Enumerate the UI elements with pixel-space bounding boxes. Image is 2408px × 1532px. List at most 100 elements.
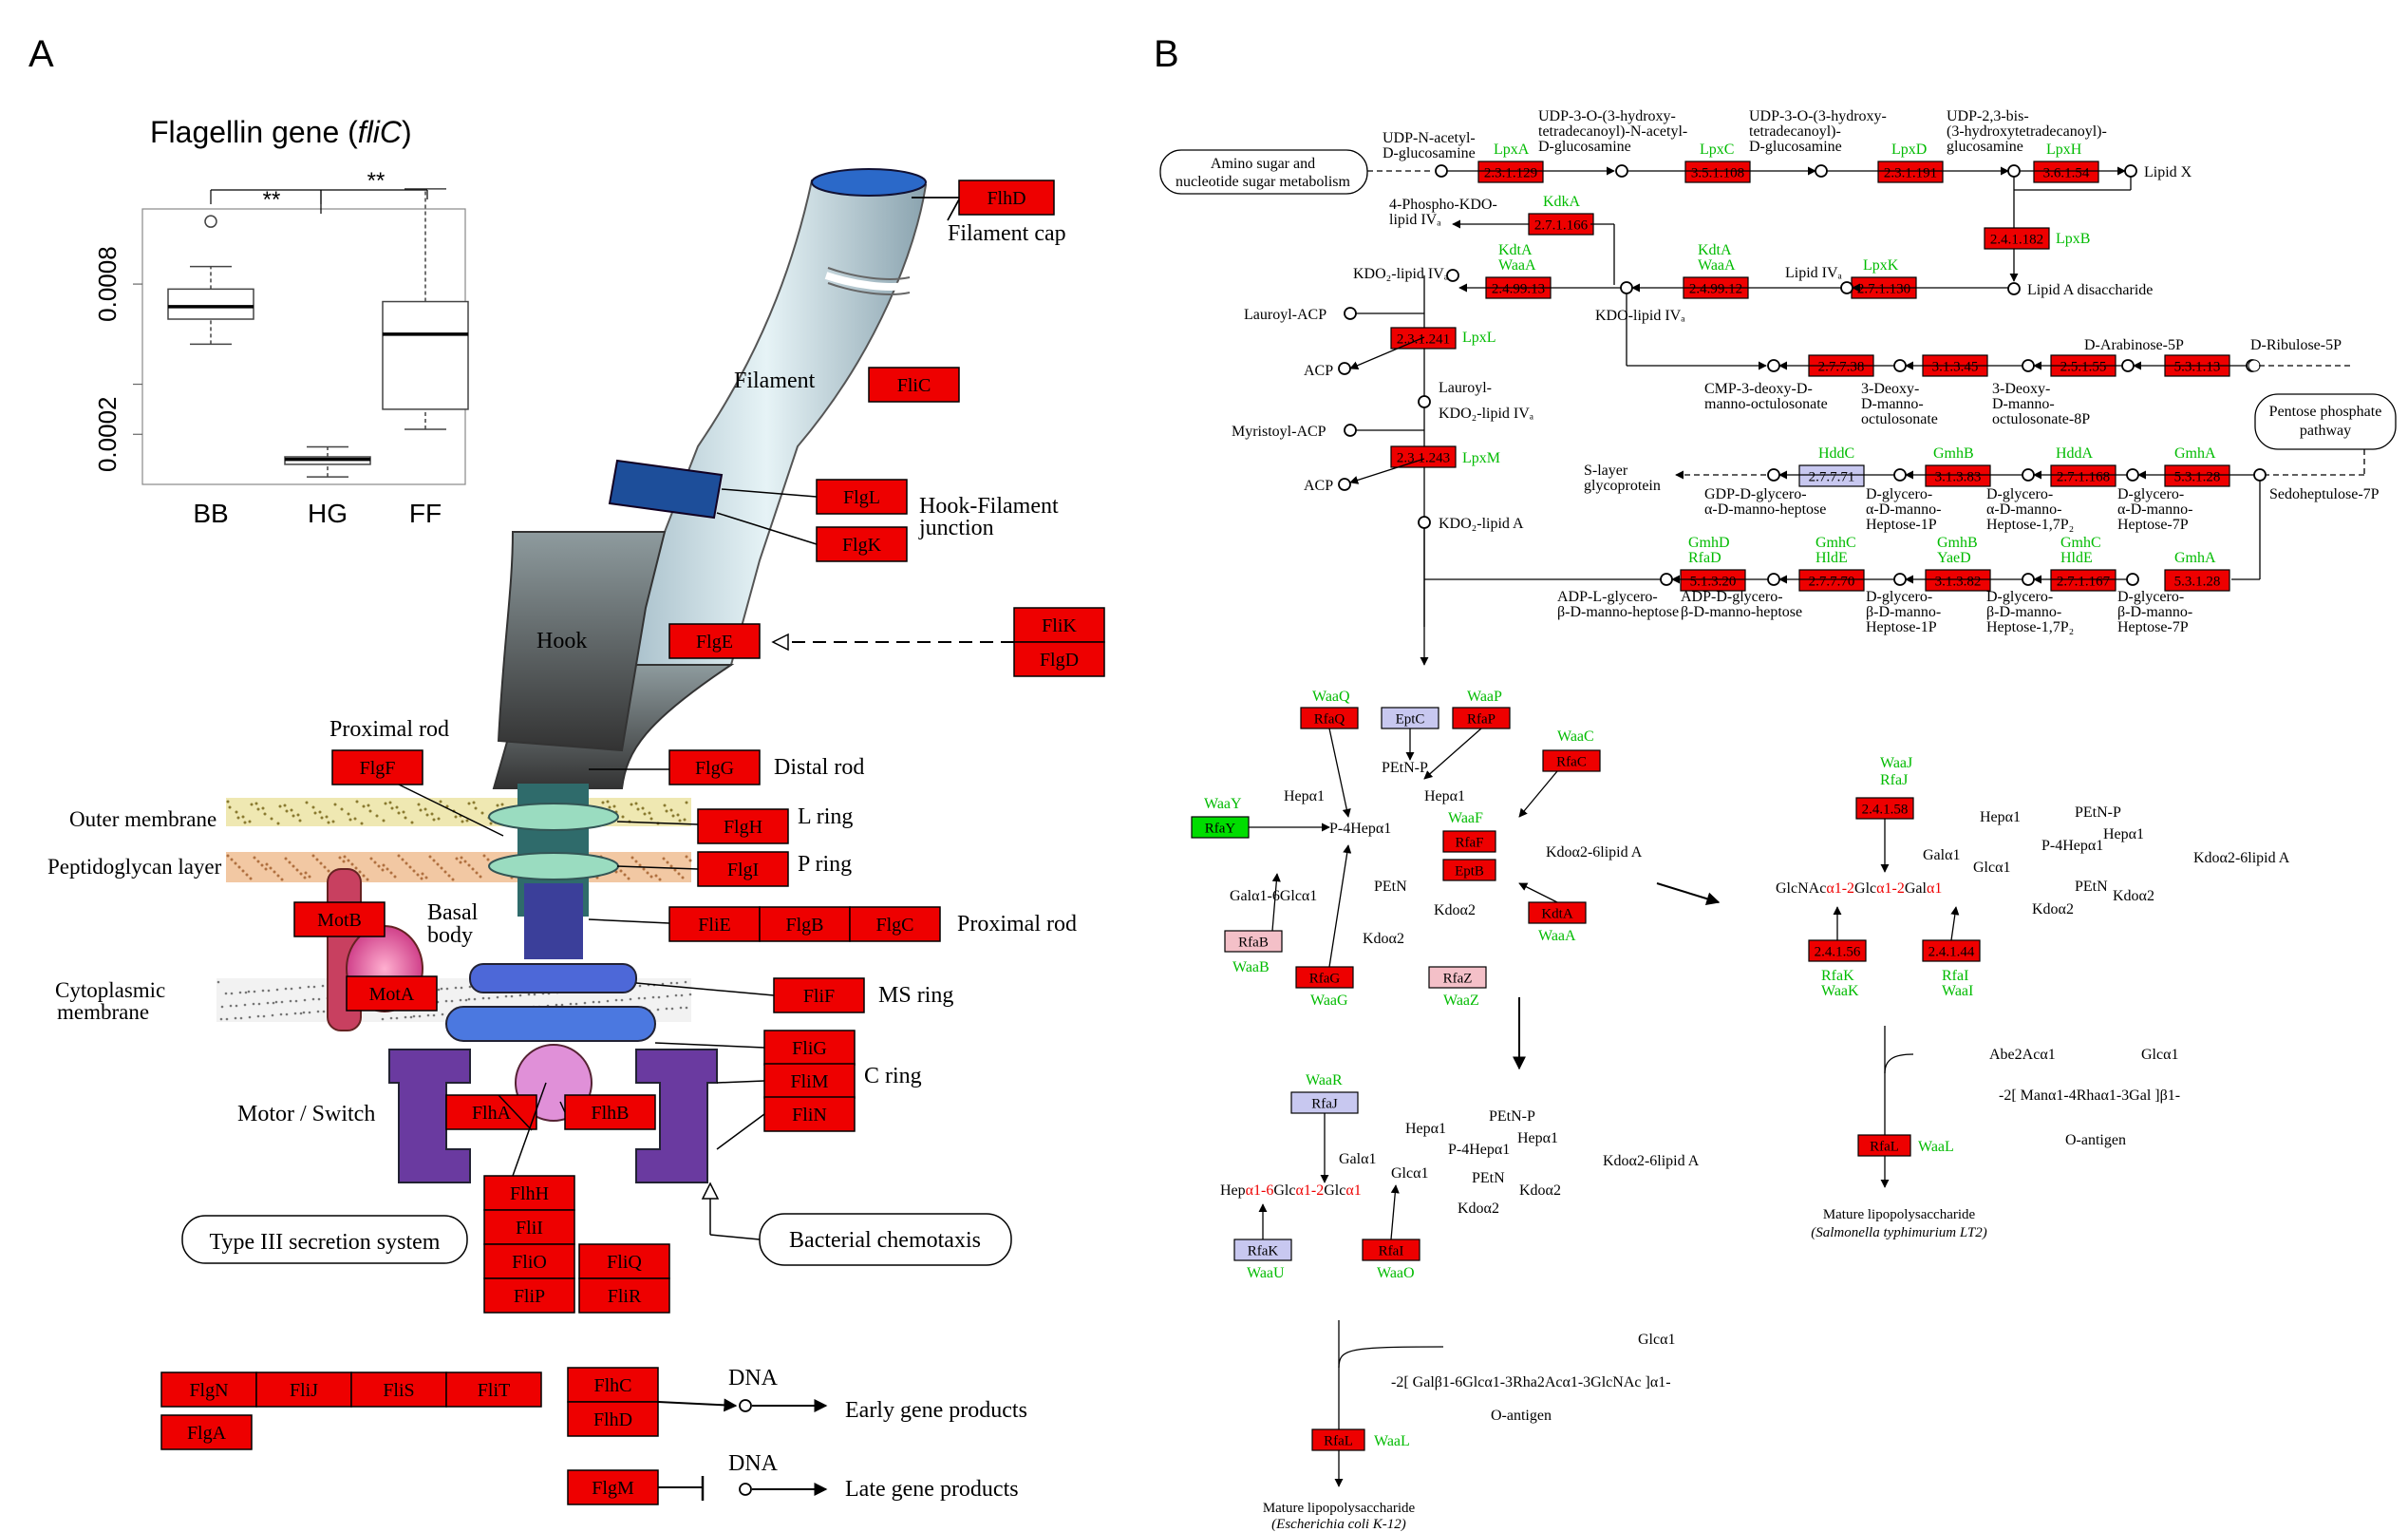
- t3ss-box[interactable]: [181, 1215, 468, 1264]
- enzyme-box-blue[interactable]: EptC: [1381, 707, 1439, 729]
- enzyme-box-pink[interactable]: RfaZ: [1428, 966, 1487, 989]
- flgc-box[interactable]: FlgC: [849, 906, 941, 942]
- flgf-box[interactable]: FlgF: [331, 749, 423, 785]
- enzyme-box[interactable]: 3.1.3.82: [1925, 569, 1991, 592]
- enzyme-box[interactable]: EptB: [1442, 859, 1496, 881]
- gene-label: 3.1.3.82: [1935, 574, 1982, 589]
- enzyme-box[interactable]: RfaQ: [1300, 707, 1359, 729]
- flgi-box[interactable]: FlgI: [697, 851, 789, 887]
- enzyme-box[interactable]: 2.4.1.44: [1922, 939, 1981, 962]
- membrane-dot: [450, 999, 454, 1003]
- enzyme-box[interactable]: 2.7.1.166: [1528, 213, 1594, 236]
- enzyme-box[interactable]: 5.1.3.20: [1680, 569, 1746, 592]
- gene-label: 2.7.7.71: [1809, 469, 1855, 484]
- flic-box[interactable]: FliC: [868, 367, 960, 403]
- flii-box[interactable]: FliI: [483, 1209, 575, 1245]
- flim-box[interactable]: FliM: [763, 1063, 856, 1099]
- flih-box[interactable]: FlhH: [483, 1175, 575, 1211]
- flis-box[interactable]: FliS: [350, 1371, 447, 1408]
- enzyme-box[interactable]: RfaC: [1542, 749, 1601, 772]
- flir-box[interactable]: FliR: [578, 1277, 670, 1314]
- flhd-box[interactable]: FlhD: [567, 1401, 659, 1437]
- flgm-box[interactable]: FlgM: [567, 1469, 659, 1505]
- membrane-dot: [280, 1000, 284, 1004]
- membrane-dot: [290, 808, 293, 812]
- flik-box[interactable]: FliK: [1013, 607, 1105, 643]
- flgh-box[interactable]: FlgH: [697, 808, 789, 844]
- enzyme-box[interactable]: 2.3.1.129: [1477, 161, 1544, 183]
- flip-box[interactable]: FliP: [483, 1277, 575, 1314]
- connector: [559, 1101, 566, 1113]
- membrane-dot: [226, 854, 230, 858]
- enzyme-box[interactable]: KdtA: [1528, 901, 1587, 924]
- flhb-box[interactable]: FlhB: [564, 1094, 656, 1130]
- filament-cap: [811, 168, 927, 197]
- enzyme-box-green[interactable]: RfaY: [1191, 816, 1250, 839]
- enzyme-box[interactable]: 5.3.1.13: [2164, 354, 2230, 377]
- membrane-dot: [253, 990, 256, 993]
- enzyme-box[interactable]: RfaP: [1452, 707, 1511, 729]
- enzyme-box[interactable]: 3.1.3.83: [1925, 464, 1991, 487]
- compound-node: [1620, 281, 1633, 294]
- flgl-box[interactable]: FlgL: [816, 479, 908, 515]
- enzyme-box[interactable]: 2.3.1.243: [1390, 445, 1457, 468]
- motb-box[interactable]: MotB: [293, 901, 386, 937]
- flin-box[interactable]: FliN: [763, 1096, 856, 1132]
- fliq-box[interactable]: FliQ: [578, 1243, 670, 1279]
- flig-box[interactable]: FliG: [763, 1030, 856, 1066]
- enzyme-box-blue[interactable]: RfaJ: [1290, 1091, 1359, 1114]
- enzyme-box[interactable]: 2.4.1.182: [1984, 227, 2050, 250]
- gene-label: FliS: [383, 1380, 414, 1401]
- flge-box[interactable]: FlgE: [668, 623, 761, 659]
- enzyme-box[interactable]: RfaI: [1362, 1239, 1420, 1261]
- enzyme-box[interactable]: RfaG: [1295, 966, 1354, 989]
- enzyme-box[interactable]: 5.3.1.28: [2164, 569, 2230, 592]
- flie-box[interactable]: FliE: [668, 906, 761, 942]
- enzyme-box[interactable]: 2.7.7.70: [1798, 569, 1865, 592]
- enzyme-box-pink[interactable]: RfaB: [1224, 930, 1283, 953]
- enzyme-box[interactable]: 3.6.1.54: [2033, 161, 2099, 183]
- enzyme-box-blue[interactable]: 2.7.7.71: [1798, 464, 1865, 487]
- membrane-dot: [614, 998, 618, 1002]
- membrane-dot: [620, 998, 624, 1002]
- flgg-box[interactable]: FlgG: [668, 749, 761, 785]
- flhc-box[interactable]: FlhC: [567, 1367, 659, 1403]
- flij-box[interactable]: FliJ: [255, 1371, 352, 1408]
- enzyme-box-blue[interactable]: RfaK: [1233, 1239, 1292, 1261]
- connector: [1349, 458, 1425, 484]
- membrane-dot: [426, 1013, 430, 1017]
- flio-box[interactable]: FliO: [483, 1243, 575, 1279]
- flhd-cap-box[interactable]: FlhD: [958, 180, 1055, 216]
- enzyme-box[interactable]: 2.4.1.56: [1808, 939, 1867, 962]
- enzyme-box[interactable]: RfaF: [1442, 830, 1496, 853]
- compound-label: S-layer: [1584, 463, 1628, 479]
- mota-box[interactable]: MotA: [346, 975, 438, 1012]
- enzyme-box[interactable]: 2.7.1.167: [2050, 569, 2116, 592]
- enzyme-box[interactable]: 2.3.1.191: [1877, 161, 1944, 183]
- flgb-box[interactable]: FlgB: [759, 906, 851, 942]
- gene-label: FlgB: [785, 915, 823, 936]
- enzyme-box[interactable]: 5.3.1.28: [2164, 464, 2230, 487]
- amino-sugar-box[interactable]: [1159, 149, 1368, 195]
- enzyme-box[interactable]: 3.5.1.108: [1684, 161, 1751, 183]
- enzyme-gene-label: LpxH: [2046, 142, 2082, 158]
- flgk-box[interactable]: FlgK: [816, 526, 908, 562]
- enzyme-box[interactable]: 2.4.1.58: [1855, 797, 1914, 820]
- enzyme-box[interactable]: RfaL: [1311, 1428, 1365, 1451]
- flha-box[interactable]: FlhA: [445, 1094, 537, 1130]
- flga-box[interactable]: FlgA: [160, 1414, 253, 1450]
- flgd-box[interactable]: FlgD: [1013, 641, 1105, 677]
- membrane-dot: [318, 810, 322, 814]
- enzyme-box[interactable]: RfaL: [1857, 1134, 1911, 1157]
- membrane-dot: [685, 801, 688, 804]
- membrane-dot: [460, 856, 463, 860]
- flgn-box[interactable]: FlgN: [160, 1371, 257, 1408]
- flit-box[interactable]: FliT: [445, 1371, 542, 1408]
- enzyme-box[interactable]: 2.7.1.168: [2050, 464, 2116, 487]
- flif-box[interactable]: FliF: [773, 977, 865, 1013]
- compound-node: [2007, 164, 2021, 178]
- enzyme-gene-label: LpxC: [1700, 142, 1734, 158]
- connector: [616, 821, 699, 825]
- pentose-box[interactable]: [2254, 393, 2397, 450]
